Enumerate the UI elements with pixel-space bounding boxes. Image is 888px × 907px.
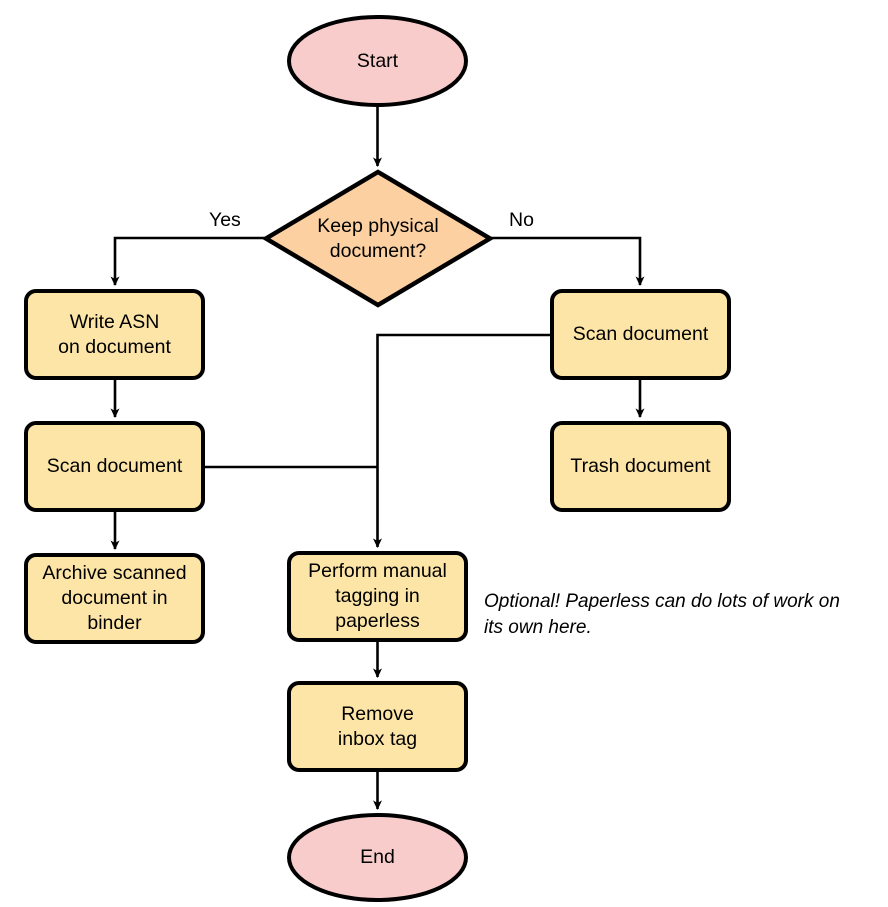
edge-layer <box>110 105 645 810</box>
edge-decision-no <box>490 236 645 286</box>
node-start[interactable] <box>287 15 468 107</box>
node-remove-inbox-tag[interactable] <box>287 681 468 772</box>
edge-label-yes: Yes <box>209 209 241 231</box>
node-scan-document-right[interactable] <box>550 289 731 380</box>
node-keep-physical-document[interactable] <box>261 169 495 308</box>
node-archive-scanned-document-in-binder[interactable] <box>24 553 205 644</box>
node-layer <box>24 15 731 902</box>
node-end[interactable] <box>287 813 468 902</box>
edge-decision-yes <box>110 236 266 286</box>
node-scan-document-left[interactable] <box>24 421 205 512</box>
edge-scan-right-to-tagging <box>373 333 552 548</box>
node-trash-document[interactable] <box>550 421 731 512</box>
edge-label-no: No <box>509 209 534 231</box>
node-write-asn-on-document[interactable] <box>24 289 205 380</box>
optional-note-text: Optional! Paperless can do lots of work … <box>484 591 840 638</box>
node-perform-manual-tagging-in-paperless[interactable] <box>287 551 468 642</box>
